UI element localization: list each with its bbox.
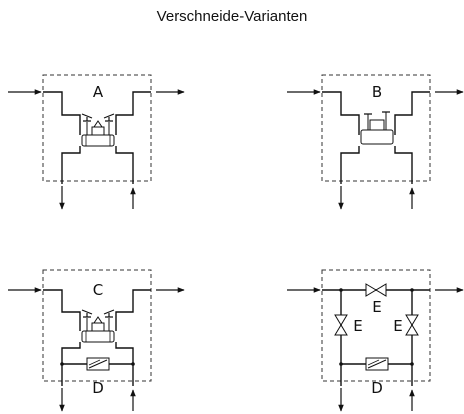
variant-c: C D — [8, 269, 185, 412]
label-e-left: E — [353, 317, 362, 335]
label-c: C — [93, 281, 103, 299]
label-e-top: E — [372, 298, 381, 316]
variant-b: B — [287, 74, 464, 210]
variant-e: E E E D — [287, 269, 464, 412]
variant-a: A — [8, 74, 185, 210]
label-e-right: E — [393, 317, 402, 335]
label-b: B — [372, 83, 382, 101]
label-a: A — [93, 83, 104, 101]
label-c-bypass: D — [92, 379, 104, 397]
diagram-title: Verschneide-Varianten — [156, 8, 308, 25]
label-e-bypass: D — [371, 379, 383, 397]
